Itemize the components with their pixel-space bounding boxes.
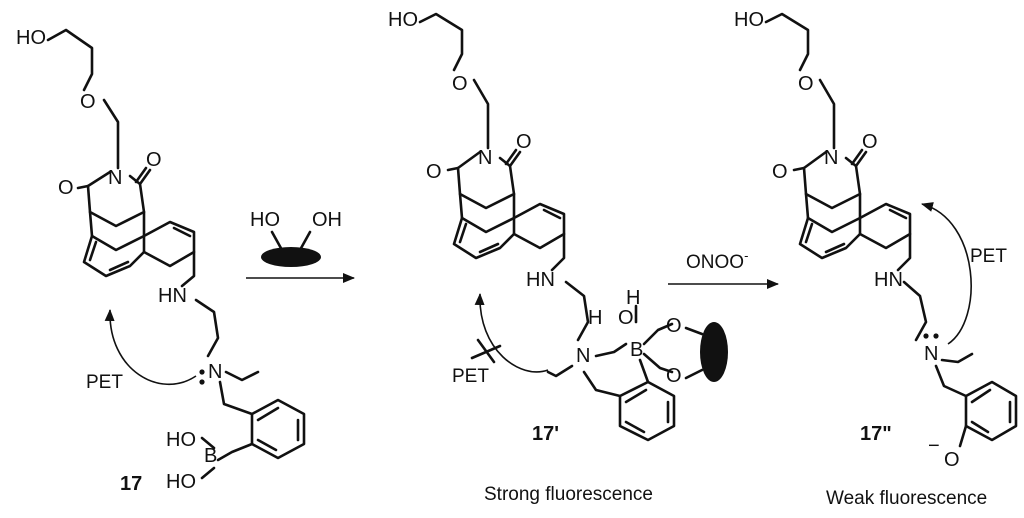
boron-atom: B [630,339,643,361]
diol-hydroxyl: OH [312,209,342,231]
tertiary-nitrogen: N [208,361,222,383]
hydroxyl-label: HO [388,9,418,31]
caption-weak-fluorescence: Weak fluorescence [826,488,987,509]
peroxynitrite-arrow: ONOO- [668,248,779,289]
amine-nh: HN [158,285,187,307]
hydroxyl-label: HO [734,9,764,31]
boronic-hydroxyl: HO [166,471,196,493]
bridging-hydrogen: H [626,287,640,309]
tertiary-nitrogen: N [924,343,938,365]
svg-text:ONOO-: ONOO- [686,248,748,273]
imide-nitrogen: N [824,147,838,169]
pet-label: PET [452,366,489,387]
carbonyl-oxygen: O [862,131,878,153]
bridging-hydrogen: H [588,307,602,329]
hydroxyl-label: HO [16,27,46,49]
carbonyl-oxygen: O [58,177,74,199]
compound-label-17-double-prime: 17" [860,423,892,445]
diol-scaffold [700,322,728,382]
carbonyl-oxygen: O [516,131,532,153]
caption-strong-fluorescence: Strong fluorescence [484,484,653,505]
carbonyl-oxygen: O [426,161,442,183]
phenoxide-oxygen: O [944,449,960,471]
boron-atom: B [204,445,217,467]
diol-scaffold [261,247,321,267]
diol-hydroxyl: HO [250,209,280,231]
structure-17-prime: HO [388,9,728,505]
boronate-oxygen: O [666,365,682,387]
oxidant-charge: - [744,248,748,263]
ether-oxygen: O [452,73,468,95]
compound-label-17-prime: 17' [532,423,559,445]
ether-oxygen: O [80,91,96,113]
carbonyl-oxygen: O [772,161,788,183]
structure-17-double-prime: HO O N O O HN [734,9,1018,509]
carbonyl-oxygen: O [146,149,162,171]
tertiary-nitrogen: N [576,345,590,367]
amine-nh: HN [526,269,555,291]
boronate-oxygen: O [666,315,682,337]
compound-label-17: 17 [120,473,142,495]
pet-label: PET [86,372,123,393]
phenoxide-charge: − [928,435,940,457]
oxidant-label: ONOO [686,252,744,273]
imide-nitrogen: N [478,147,492,169]
pet-label: PET [970,246,1007,267]
boronic-hydroxyl: HO [166,429,196,451]
structure-17: HO [16,27,306,495]
diol-binding-arrow: HO OH [246,209,355,283]
amine-nh: HN [874,269,903,291]
bridging-oxygen: O [618,307,634,329]
ether-oxygen: O [798,73,814,95]
imide-nitrogen: N [108,167,122,189]
